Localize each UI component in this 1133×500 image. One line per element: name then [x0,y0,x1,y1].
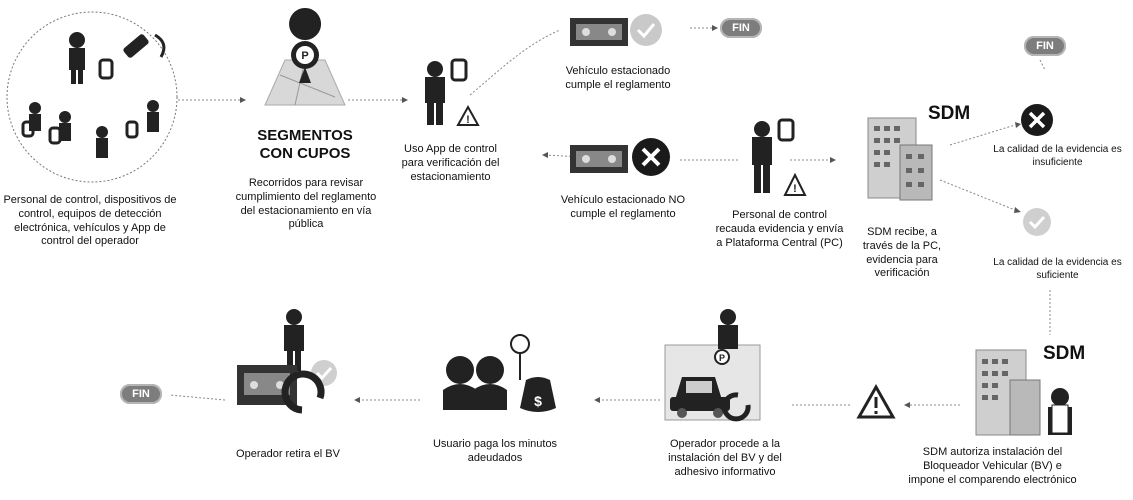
building-icon [867,117,933,201]
building-officer-icon [975,349,1072,436]
complies-node [568,10,668,50]
fin-badge-insufficient: FIN [1024,36,1066,56]
car-cross-icon [570,138,670,176]
sdm-authorizes-node [968,345,1088,440]
segments-node: P [255,8,350,110]
check-circle-icon [1023,208,1051,236]
warning-node [856,383,896,419]
car-bv-install-icon: P [664,309,761,422]
not-complies-label: Vehículo estacionado NO cumple el reglam… [560,194,686,220]
sdm-receives-node [860,110,935,205]
car-check-icon [570,14,662,46]
evidence-label: Personal de control recauda evidencia y … [715,209,844,249]
sufficient-label: La calidad de la evidencia es suficiente [993,257,1122,281]
segments-label: Recorridos para revisar cumplimiento del… [235,177,377,231]
svg-text:!: ! [466,114,470,126]
install-label: Operador procede a la instalación del BV… [668,438,782,478]
app-label: Uso App de control para verificación del… [401,143,500,183]
fin-badge-complies: FIN [720,18,762,38]
install-node: P [660,305,770,422]
insufficient-label: La calidad de la evidencia es insuficien… [993,144,1122,168]
map-pin-icon: P [264,8,346,106]
svg-text:!: ! [793,183,797,195]
officer-phone-warning-icon: ! [425,58,480,126]
resources-label: Personal de control, dispositivos de con… [3,194,177,248]
remove-node [232,305,352,415]
complies-label: Vehículo estacionado cumple el reglament… [565,65,671,91]
operator-remove-bv-icon [237,309,337,414]
svg-text:$: $ [534,393,542,409]
officer-evidence-icon: ! [752,118,807,196]
evidence-node: ! [737,115,812,200]
app-node: ! [410,55,485,130]
svg-text:P: P [301,50,308,62]
sufficient-node [1022,207,1052,237]
payment-node: $ [438,330,558,415]
sdm-receives-label: SDM recibe, a través de la PC, evidencia… [862,226,942,280]
remove-label: Operador retira el BV [236,448,340,460]
fin-badge-remove: FIN [120,384,162,404]
resources-node [5,10,180,185]
segments-title: SEGMENTOS CON CUPOS [257,127,353,162]
sdm-badge-bottom: SDM [1043,343,1086,364]
sdm-authorizes-label: SDM autoriza instalación del Bloqueador … [908,446,1077,486]
sdm-badge-top: SDM [928,103,971,124]
user-pays-meter-icon: $ [443,334,556,412]
not-complies-node [568,135,678,180]
insufficient-node [1020,103,1054,137]
cross-circle-icon [1021,104,1053,136]
svg-text:P: P [719,353,725,363]
officers-devices-icon [6,11,178,183]
payment-label: Usuario paga los minutos adeudados [432,438,558,464]
warning-icon [856,383,896,419]
